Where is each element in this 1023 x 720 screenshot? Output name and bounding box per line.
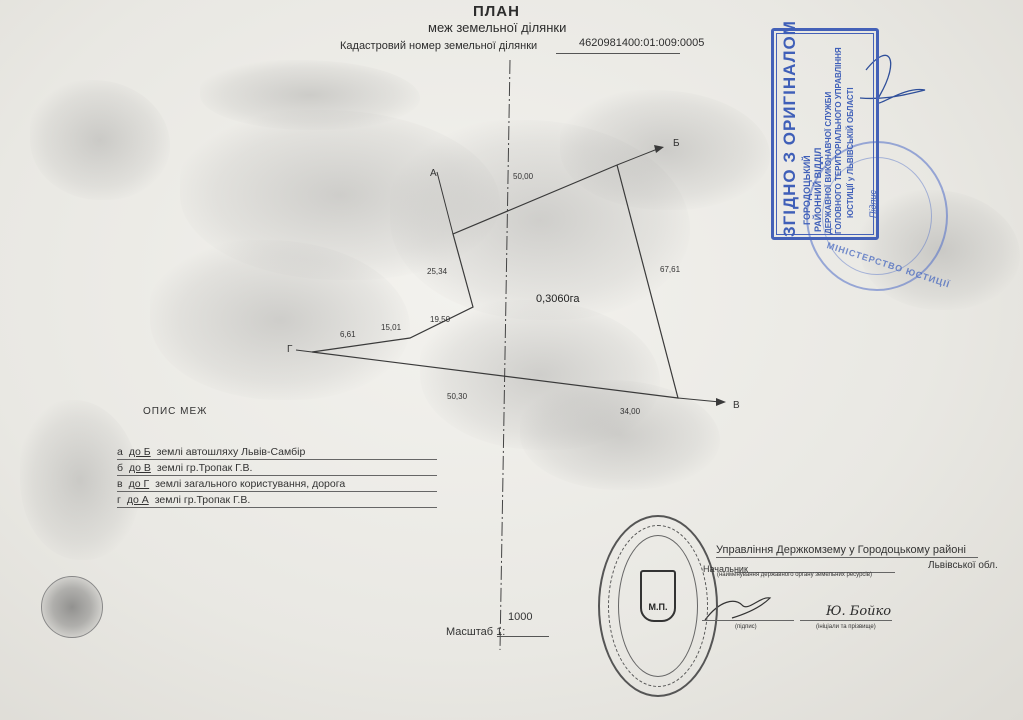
document-title: ПЛАН xyxy=(473,3,520,20)
stamp-line-1: ЗГІДНО З ОРИГІНАЛОМ xyxy=(780,20,799,237)
boundary-row: г до А землі гр.Тропак Г.В. xyxy=(117,494,437,508)
signature-underline xyxy=(702,620,794,621)
point-b-label: Б xyxy=(673,138,680,149)
trident-emblem-icon: М.П. xyxy=(640,570,676,622)
arrow-v xyxy=(716,398,726,406)
certification-stamp xyxy=(771,28,879,240)
dim-small-1: 15,01 xyxy=(381,323,402,332)
boundary-letter: г xyxy=(117,494,121,506)
boundary-letter: б xyxy=(117,462,124,474)
boundary-desc: землі гр.Тропак Г.В. xyxy=(156,462,253,474)
scan-noise xyxy=(30,80,170,200)
stamp-line-6: ЮСТИЦІЇ у ЛЬВІВСЬКІЙ ОБЛАСТІ xyxy=(846,87,855,218)
scan-noise xyxy=(420,300,660,450)
name-underline xyxy=(800,620,892,621)
boundary-desc: землі загального користування, дорога xyxy=(155,478,346,490)
point-h-label: Г xyxy=(287,344,293,355)
stamp-line-4: ДЕРЖАВНОЇ ВИКОНАВЧОЇ СЛУЖБИ xyxy=(824,91,833,234)
official-round-stamp xyxy=(598,515,718,697)
stamp-signature xyxy=(859,54,926,104)
scan-noise xyxy=(20,400,140,560)
stamp-line-5: ГОЛОВНОГО ТЕРИТОРІАЛЬНОГО УПРАВЛІННЯ xyxy=(834,47,843,234)
dim-right: 67,61 xyxy=(660,265,681,274)
organization-name: Управління Держкомзему у Городоцькому ра… xyxy=(716,544,966,556)
boundary-desc: землі автошляху Львів-Самбір xyxy=(156,446,306,458)
arrow-b xyxy=(654,145,664,153)
cadastral-underline xyxy=(556,53,680,54)
dim-top: 50,00 xyxy=(513,172,534,181)
point-v-label: В xyxy=(733,400,740,411)
boundary-to: до А xyxy=(126,494,149,506)
direction-line-v xyxy=(677,397,721,403)
scan-noise xyxy=(180,110,500,280)
scale-underline xyxy=(497,636,549,637)
cadastral-number: 4620981400:01:009:0005 xyxy=(579,37,705,49)
name-note: (ініціали та прізвище) xyxy=(816,624,876,630)
scan-noise xyxy=(390,120,690,320)
chief-signature xyxy=(704,597,772,621)
document-subtitle: меж земельної ділянки xyxy=(428,20,567,35)
boundary-row: в до Г землі загального користування, доро… xyxy=(117,478,437,492)
boundary-to: до В xyxy=(129,462,151,474)
stamp-inner-border xyxy=(776,33,874,235)
dim-small-2: 6,61 xyxy=(340,330,356,339)
scan-noise xyxy=(150,240,410,400)
organization-note: (найменування державного органу земельни… xyxy=(717,572,872,578)
dim-left-lower: 19,50 xyxy=(430,315,451,324)
boundary-to: до Г xyxy=(128,478,150,490)
dim-bottom-left: 50,30 xyxy=(447,392,468,401)
signer-name: Ю. Бойко xyxy=(826,604,892,619)
cadastral-label: Кадастровий номер земельної ділянки xyxy=(340,40,538,52)
chief-label: Начальник xyxy=(703,564,748,574)
stamp-line-3: РАЙОННИЙ ВІДДІЛ xyxy=(813,147,823,232)
scale-value: 1000 xyxy=(508,611,533,623)
region-label: Львівської обл. xyxy=(928,560,998,571)
boundary-row: б до В землі гр.Тропак Г.В. xyxy=(117,462,437,476)
boundaries-title: ОПИС МЕЖ xyxy=(143,406,208,417)
signature-note: (підпис) xyxy=(735,624,757,630)
official-stamp-inner-ring xyxy=(618,535,698,677)
boundary-row: а до Б землі автошляху Львів-Самбір xyxy=(117,446,437,460)
axis-line xyxy=(499,59,511,651)
area-label: 0,3060га xyxy=(536,293,580,305)
official-stamp-ring xyxy=(608,525,708,687)
boundary-to: до Б xyxy=(128,446,151,458)
direction-line-a xyxy=(436,171,454,235)
point-a-label: А xyxy=(430,168,437,179)
dim-left-upper: 25,34 xyxy=(427,267,448,276)
stamp-signature-note: Підпис xyxy=(868,190,878,218)
scan-noise xyxy=(560,90,770,210)
dim-bottom-right: 34,00 xyxy=(620,407,641,416)
direction-line-b xyxy=(616,147,661,166)
boundary-letter: в xyxy=(117,478,123,490)
scan-noise xyxy=(200,60,420,130)
stamp-line-2: ГОРОДОЦЬКИЙ xyxy=(802,155,812,225)
parcel-boundary xyxy=(311,164,679,399)
scale-label: Масштаб 1: xyxy=(446,626,506,638)
chief-underline xyxy=(735,572,895,573)
organization-underline xyxy=(716,557,978,558)
boundary-letter: а xyxy=(117,446,123,458)
round-seal-left xyxy=(41,576,103,638)
boundary-desc: землі гр.Тропак Г.В. xyxy=(154,494,251,506)
direction-line-h xyxy=(295,349,313,353)
